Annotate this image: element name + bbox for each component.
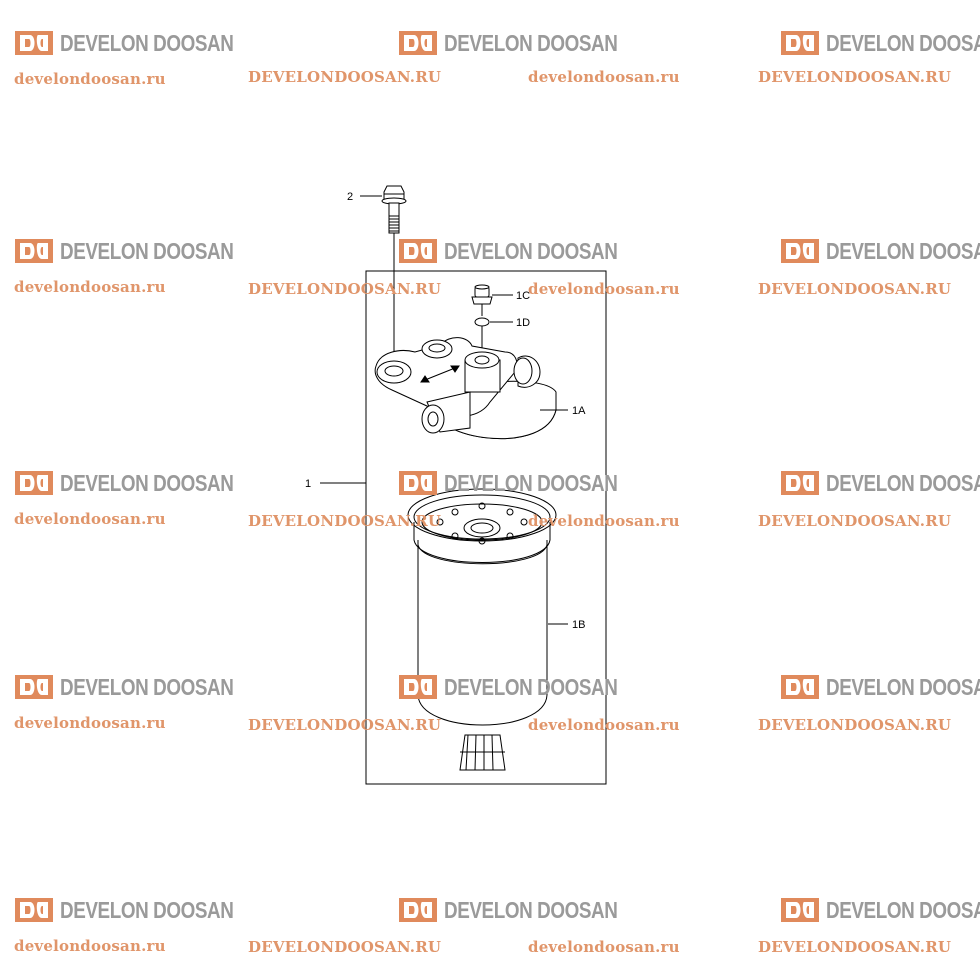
callout-1: 1 [305, 478, 311, 490]
watermark-brand: DEVELON DOOSAN [60, 673, 234, 700]
callout-2: 2 [347, 191, 353, 203]
watermark-url: develondoosan.ru [14, 937, 166, 955]
watermark: DEVELONDOOSAN.RU [758, 716, 958, 734]
watermark: DEVELON DOOSAN [780, 26, 980, 60]
watermark: DEVELONDOOSAN.RU [248, 716, 448, 734]
watermark: develondoosan.ru [528, 938, 728, 956]
watermark-url: develondoosan.ru [14, 510, 166, 528]
watermark: DEVELON DOOSAN [398, 234, 618, 268]
watermark-url: develondoosan.ru [528, 68, 680, 86]
watermark: DEVELON DOOSAN [780, 234, 980, 268]
watermark: DEVELON DOOSAN develondoosan.ru [14, 26, 234, 89]
watermark: develondoosan.ru [528, 280, 728, 298]
watermark: DEVELON DOOSAN develondoosan.ru [14, 466, 234, 529]
watermark-brand: DEVELON DOOSAN [60, 237, 234, 264]
o-ring-part [474, 317, 490, 327]
plug-part [471, 284, 493, 316]
callout-1c: 1C [516, 290, 530, 302]
callout-1a: 1A [572, 405, 586, 417]
watermark-url: DEVELONDOOSAN.RU [758, 68, 952, 86]
watermark-brand: DEVELON DOOSAN [60, 29, 234, 56]
develon-logo-icon [399, 471, 437, 495]
develon-logo-icon [399, 898, 437, 922]
develon-logo-icon [15, 675, 53, 699]
develon-logo-icon [399, 675, 437, 699]
watermark-brand: DEVELON DOOSAN [60, 896, 234, 923]
watermark: DEVELONDOOSAN.RU [248, 512, 448, 530]
watermark: DEVELONDOOSAN.RU [758, 68, 958, 86]
watermark: develondoosan.ru [528, 512, 728, 530]
watermark-brand: DEVELON DOOSAN [444, 237, 618, 264]
watermark: DEVELON DOOSAN develondoosan.ru [14, 893, 234, 956]
watermark-brand: DEVELON DOOSAN [826, 237, 980, 264]
filter-element-part [407, 488, 557, 771]
watermark: DEVELONDOOSAN.RU [248, 280, 448, 298]
callout-1b: 1B [572, 619, 585, 631]
develon-logo-icon [781, 898, 819, 922]
watermark: DEVELON DOOSAN develondoosan.ru [14, 670, 234, 733]
watermark-brand: DEVELON DOOSAN [444, 29, 618, 56]
develon-logo-icon [15, 898, 53, 922]
watermark: DEVELONDOOSAN.RU [758, 512, 958, 530]
watermark: develondoosan.ru [528, 68, 728, 86]
watermark: develondoosan.ru [528, 716, 728, 734]
watermark-url: develondoosan.ru [528, 280, 680, 298]
watermark-url: DEVELONDOOSAN.RU [248, 280, 442, 298]
watermark-url: develondoosan.ru [528, 938, 680, 956]
develon-logo-icon [781, 471, 819, 495]
watermark-url: develondoosan.ru [14, 70, 166, 88]
watermark: DEVELONDOOSAN.RU [248, 938, 448, 956]
watermark: DEVELON DOOSAN [780, 466, 980, 500]
watermark-url: develondoosan.ru [14, 278, 166, 296]
watermark-url: DEVELONDOOSAN.RU [758, 938, 952, 956]
watermark-url: DEVELONDOOSAN.RU [248, 512, 442, 530]
watermark: DEVELON DOOSAN [780, 670, 980, 704]
watermark-brand: DEVELON DOOSAN [60, 469, 234, 496]
watermark-brand: DEVELON DOOSAN [826, 673, 980, 700]
watermark: DEVELON DOOSAN [398, 893, 618, 927]
bolt-part [381, 185, 407, 368]
watermark: DEVELONDOOSAN.RU [758, 280, 958, 298]
watermark-url: develondoosan.ru [528, 716, 680, 734]
watermark-url: DEVELONDOOSAN.RU [248, 938, 442, 956]
watermark: DEVELON DOOSAN [398, 670, 618, 704]
watermark-url: DEVELONDOOSAN.RU [248, 68, 442, 86]
watermark-url: develondoosan.ru [528, 512, 680, 530]
develon-logo-icon [15, 471, 53, 495]
watermark-brand: DEVELON DOOSAN [444, 896, 618, 923]
watermark-url: DEVELONDOOSAN.RU [758, 280, 952, 298]
watermark-brand: DEVELON DOOSAN [826, 469, 980, 496]
develon-logo-icon [15, 31, 53, 55]
watermark-url: DEVELONDOOSAN.RU [758, 716, 952, 734]
watermark: DEVELON DOOSAN [398, 466, 618, 500]
develon-logo-icon [781, 675, 819, 699]
develon-logo-icon [399, 239, 437, 263]
watermark-url: DEVELONDOOSAN.RU [248, 716, 442, 734]
watermark-brand: DEVELON DOOSAN [826, 896, 980, 923]
develon-logo-icon [399, 31, 437, 55]
watermark: DEVELONDOOSAN.RU [248, 68, 448, 86]
develon-logo-icon [781, 31, 819, 55]
watermark: DEVELON DOOSAN [780, 893, 980, 927]
develon-logo-icon [15, 239, 53, 263]
watermark-brand: DEVELON DOOSAN [444, 469, 618, 496]
filter-head-part [374, 337, 557, 439]
watermark: DEVELON DOOSAN [398, 26, 618, 60]
watermark-url: DEVELONDOOSAN.RU [758, 512, 952, 530]
watermark: DEVELON DOOSAN develondoosan.ru [14, 234, 234, 297]
watermark: DEVELONDOOSAN.RU [758, 938, 958, 956]
watermark-brand: DEVELON DOOSAN [826, 29, 980, 56]
watermark-url: develondoosan.ru [14, 714, 166, 732]
callout-1d: 1D [516, 317, 530, 329]
watermark-brand: DEVELON DOOSAN [444, 673, 618, 700]
assembly-frame [365, 270, 607, 785]
develon-logo-icon [781, 239, 819, 263]
